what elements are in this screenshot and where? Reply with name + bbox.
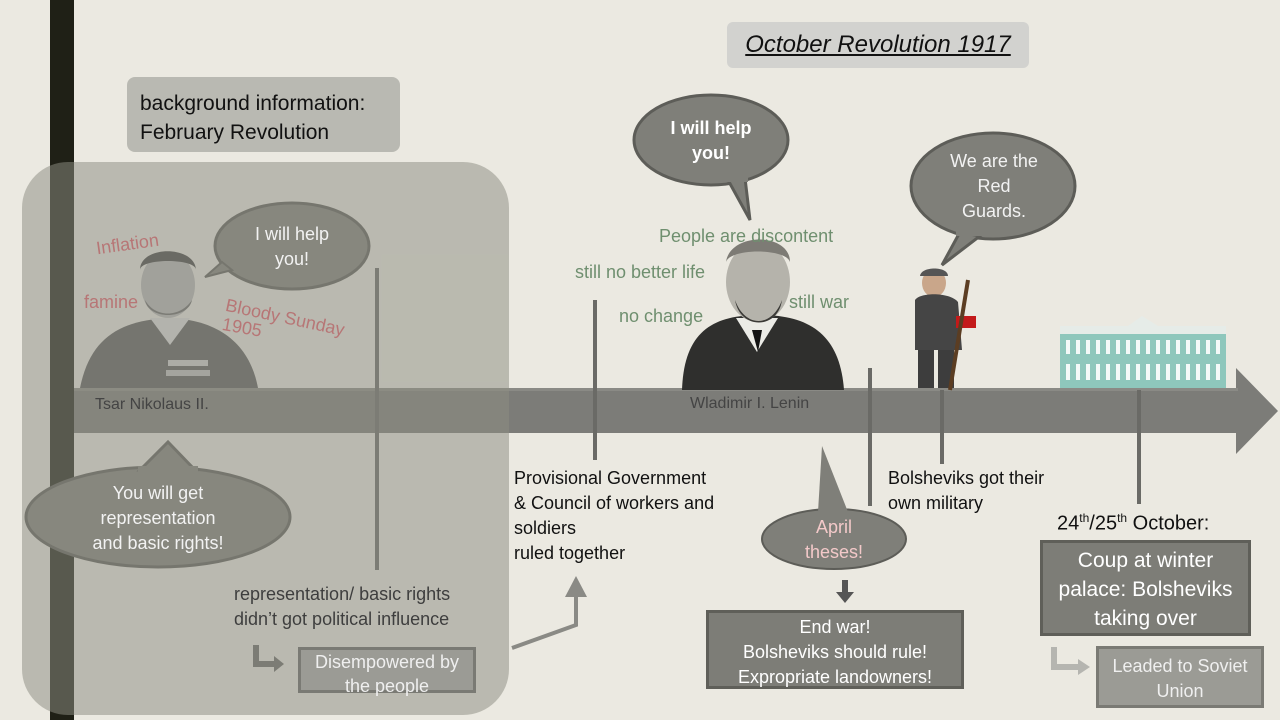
february-revolution-panel [22,162,509,715]
red-guards-caption-line-1: Bolsheviks got their [888,468,1045,488]
red-guards-caption-line-2: own military [888,493,984,513]
provisional-government-text: Provisional Government & Council of work… [514,466,714,566]
disempowered-line-2: the people [344,676,430,696]
red-guards-speech-bubble [909,131,1077,267]
lenin-bubble-line-2: you! [692,143,730,163]
soviet-union-line-1: Leaded to Soviet [1112,656,1248,676]
red-guard-figure [915,268,976,391]
february-outcome-line-2: didn’t got political influence [234,609,450,629]
tsar-bubble-line-2: you! [274,249,310,269]
date-day-1: 24 [1057,512,1080,535]
april-theses-line-1: April [815,517,852,537]
page-title: October Revolution 1917 [727,22,1029,68]
coup-box: Coup at winter palace: Bolsheviks taking… [1040,540,1251,636]
red-guards-line-1: We are the [950,151,1038,171]
provisional-line-3: soldiers [514,518,577,538]
tsar-promise-line-2: representation [100,508,216,528]
discontent-no-better-life: still no better life [575,262,706,282]
lenin-demands-box: End war! Bolsheviks should rule! Expropr… [706,610,964,689]
april-theses-line-2: theses! [804,542,864,562]
lenin-bubble-text: I will help you! [650,116,772,166]
red-guards-line-2: Red [977,176,1011,196]
lenin-bubble-line-1: I will help [670,118,752,138]
demand-end-war: End war! [799,617,871,637]
april-theses-bubble [761,446,907,570]
bent-arrow-icon [511,576,587,650]
problem-famine: famine [84,292,139,312]
tsar-bubble-line-1: I will help [254,224,330,244]
tsar-promise-line-1: You will get [112,483,204,503]
provisional-line-1: Provisional Government [514,468,707,488]
discontent-no-change: no change [619,306,704,326]
coup-line-2: palace: Bolsheviks [1058,578,1233,601]
corner-arrow-icon-october [1051,647,1090,675]
february-outcome-line-1: representation/ basic rights [234,584,451,604]
date-suffix-1: th [1079,511,1090,525]
provisional-line-2: & Council of workers and [514,493,715,513]
discontent-people: People are discontent [659,226,834,246]
discontent-still-war: still war [789,292,850,312]
background-info-line-1: background information: [140,92,366,115]
lenin-caption: Wladimir I. Lenin [690,395,810,412]
october-date: 24th/25th October: [1057,511,1209,536]
tsar-caption: Tsar Nikolaus II. [95,396,209,413]
demand-bolsheviks-rule: Bolsheviks should rule! [742,642,928,662]
connector-october [1137,390,1141,504]
lenin-portrait [682,239,844,390]
disempowered-box: Disempowered by the people [298,647,476,696]
background-info-label: background information: February Revolut… [127,77,400,152]
disempowered-line-1: Disempowered by [314,652,460,672]
connector-april [868,368,872,506]
demand-expropriate: Expropriate landowners! [737,667,933,687]
tsar-bubble-text: I will help you! [232,222,352,272]
tsar-promise-text: You will get representation and basic ri… [60,481,256,556]
red-guards-line-3: Guards. [961,201,1027,221]
down-arrow-icon [836,580,854,603]
tsar-promise-line-3: and basic rights! [92,533,224,553]
date-month: October: [1127,512,1210,535]
coup-line-1: Coup at winter [1077,549,1214,572]
date-suffix-2: th [1117,511,1128,525]
winter-palace-image [1060,316,1226,388]
background-info-line-2: February Revolution [140,121,330,144]
connector-provisional [593,300,597,460]
soviet-union-box: Leaded to Soviet Union [1096,646,1264,708]
april-theses-text: April theses! [770,515,898,565]
soviet-union-line-2: Union [1156,681,1204,701]
february-outcome: representation/ basic rights didn’t got … [234,582,450,632]
connector-red-guards [940,390,944,464]
coup-line-3: taking over [1094,607,1197,630]
red-guards-caption: Bolsheviks got their own military [888,466,1044,516]
provisional-line-4: ruled together [514,543,626,563]
red-guards-bubble-text: We are the Red Guards. [935,149,1053,224]
date-day-2: /25 [1089,512,1118,535]
lenin-speech-bubble [632,93,790,221]
